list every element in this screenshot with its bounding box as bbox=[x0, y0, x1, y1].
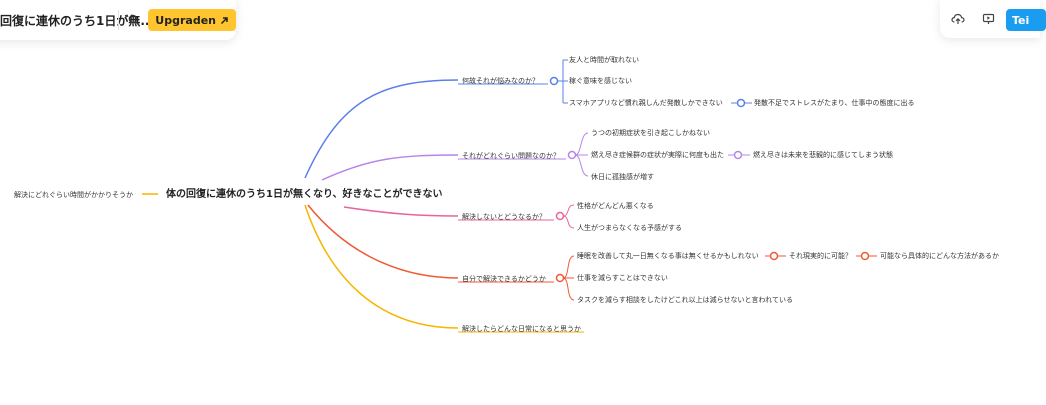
b1-child-2[interactable]: 稼ぐ意味を感じない bbox=[569, 76, 632, 85]
top-right-toolbar: Tei bbox=[940, 0, 1046, 38]
b2-child-2[interactable]: 燃え尽き症候群の症状が実際に何度も出た bbox=[591, 150, 724, 159]
b1-child-3-toggle[interactable] bbox=[736, 98, 746, 108]
cloud-upload-icon bbox=[951, 13, 965, 24]
present-button[interactable] bbox=[978, 9, 998, 29]
b3-collapse-toggle[interactable] bbox=[555, 211, 565, 221]
b1-child-3[interactable]: スマホアプリなど慣れ親しんだ発散しかできない bbox=[569, 98, 723, 107]
b2-child-2-toggle[interactable] bbox=[733, 150, 743, 160]
branch-4-node[interactable]: 自分で解決できるかどうか bbox=[462, 274, 546, 283]
b4-child-1[interactable]: 睡眠を改善して丸一日無くなる事は無くせるかもしれない bbox=[577, 251, 759, 260]
arrow-up-right-icon bbox=[220, 16, 228, 24]
edge-root-b4 bbox=[307, 204, 459, 279]
b4-child-2[interactable]: 仕事を減らすことはできない bbox=[577, 273, 668, 282]
left-branch-node[interactable]: 解決にどれぐらい時間がかかりそうか bbox=[14, 190, 133, 199]
team-button[interactable]: Tei bbox=[1006, 9, 1046, 31]
b2-grandchild[interactable]: 燃え尽きは未来を悲観的に感じてしまう状態 bbox=[753, 150, 893, 159]
branch-2-node[interactable]: それがどれぐらい問題なのか？ bbox=[462, 151, 560, 160]
b4-grandchild-2[interactable]: 可能なら具体的にどんな方法があるか bbox=[880, 251, 999, 260]
b4-edges bbox=[562, 255, 575, 301]
b3-edges bbox=[562, 204, 575, 229]
cloud-button[interactable] bbox=[948, 9, 968, 29]
b4-collapse-toggle[interactable] bbox=[555, 273, 565, 283]
b3-child-1[interactable]: 性格がどんどん悪くなる bbox=[577, 201, 654, 210]
document-title[interactable]: 回復に連休のうち1日が無... bbox=[0, 13, 155, 28]
b1-child-1[interactable]: 友人と時間が取れない bbox=[569, 55, 639, 64]
toolbar-divider bbox=[118, 10, 119, 30]
branch-3-node[interactable]: 解決しないとどうなるか？ bbox=[462, 212, 546, 221]
b2-collapse-toggle[interactable] bbox=[567, 150, 577, 160]
branch-1-node[interactable]: 何故それが悩みなのか？ bbox=[462, 76, 539, 85]
b4-child-1-toggle[interactable] bbox=[769, 251, 779, 261]
b3-child-2[interactable]: 人生がつまらなくなる予感がする bbox=[577, 223, 682, 232]
b2-child-3[interactable]: 休日に孤独感が増す bbox=[591, 172, 654, 181]
presentation-icon bbox=[982, 13, 994, 24]
b4-child-3[interactable]: タスクを減らす相談をしたけどこれ以上は減らせないと言われている bbox=[577, 295, 793, 304]
branch-5-node[interactable]: 解決したらどんな日常になると思うか bbox=[462, 324, 581, 333]
edge-root-b5 bbox=[304, 204, 459, 329]
b4-grandchild-1[interactable]: それ現実的に可能？ bbox=[789, 251, 852, 260]
b4-grandchild-1-toggle[interactable] bbox=[860, 251, 870, 261]
top-left-toolbar: 回復に連休のうち1日が無... Upgraden bbox=[0, 0, 236, 40]
search-icon bbox=[128, 14, 140, 26]
b1-edges bbox=[557, 59, 568, 104]
b2-edges bbox=[574, 132, 589, 177]
edge-root-b3 bbox=[343, 206, 459, 217]
mind-map-canvas[interactable]: 体の回復に連休のうち1日が無くなり、好きなことができない 解決にどれぐらい時間が… bbox=[0, 0, 1024, 405]
upgrade-label: Upgraden bbox=[155, 13, 216, 27]
edge-root-b2 bbox=[321, 154, 459, 181]
b1-grandchild[interactable]: 発散不足でストレスがたまり、仕事中の態度に出る bbox=[754, 98, 915, 107]
b1-collapse-toggle[interactable] bbox=[549, 76, 559, 86]
upgrade-button[interactable]: Upgraden bbox=[148, 9, 236, 31]
edge-root-b1 bbox=[304, 79, 459, 179]
search-button[interactable] bbox=[125, 9, 143, 31]
b2-child-1[interactable]: うつの初期症状を引き起こしかねない bbox=[591, 128, 710, 137]
root-node[interactable]: 体の回復に連休のうち1日が無くなり、好きなことができない bbox=[166, 187, 443, 200]
